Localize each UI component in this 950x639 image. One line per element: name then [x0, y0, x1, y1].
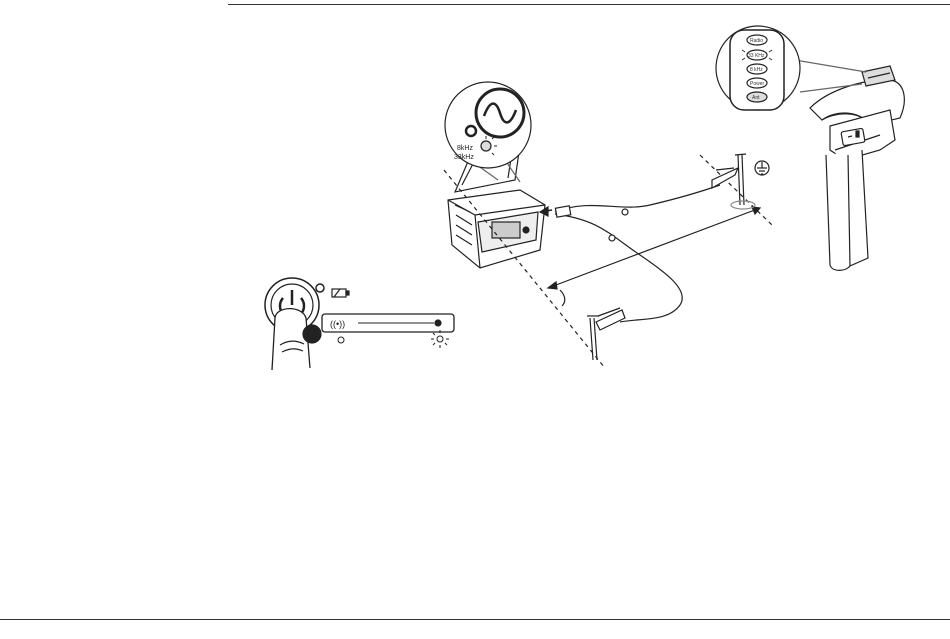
keypad-label-8khz: 8 kHz — [750, 67, 763, 73]
signal-icon: ((•)) — [330, 319, 345, 329]
keypad-label-radio: Radio — [750, 38, 763, 44]
frequency-inset: 8kHz 33kHz — [445, 82, 531, 182]
led-blink-icon — [431, 330, 449, 348]
cable-locator — [810, 66, 904, 270]
keypad-label-33khz: 33 KHz — [748, 53, 765, 59]
power-button-detail: ((•)) — [265, 278, 454, 370]
ground-stake-right — [712, 154, 769, 209]
keypad-label-ant: Ant — [752, 95, 760, 101]
distance-arrows — [548, 207, 760, 306]
battery-icon — [332, 289, 349, 297]
freq-label-8khz: 8kHz — [457, 145, 473, 152]
ground-stake-left — [587, 308, 625, 360]
freq-label-33khz: 33kHz — [454, 154, 474, 161]
test-leads — [555, 185, 720, 322]
ground-symbol-icon — [755, 161, 769, 175]
keypad-label-power: Power — [750, 81, 765, 87]
